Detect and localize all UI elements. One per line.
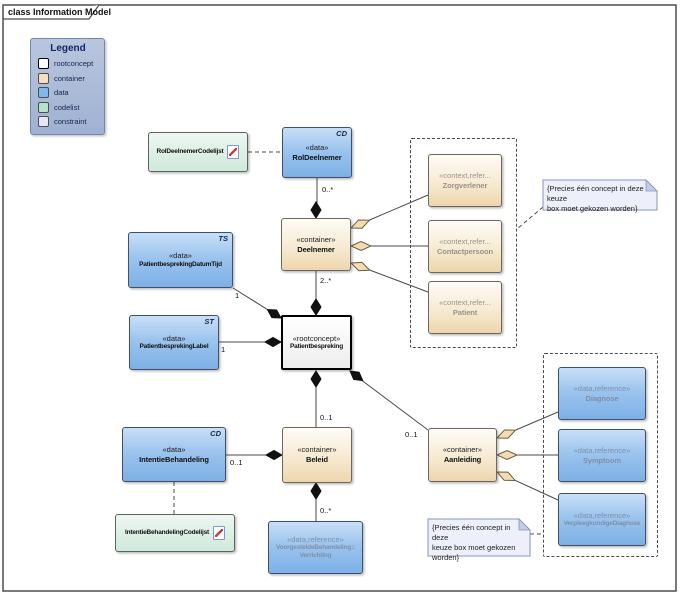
stereotype: «data,reference» xyxy=(573,383,631,393)
datatype-tag: ST xyxy=(204,317,214,326)
diagram-tab-title: class Information Model xyxy=(8,7,112,17)
container-swatch xyxy=(38,72,49,84)
node-label: Symptoom xyxy=(583,455,621,465)
node-label: IntentieBehandeling xyxy=(139,454,209,464)
multiplicity-intentiebehandeling: 0..1 xyxy=(230,458,243,467)
stereotype: «data» xyxy=(162,333,186,343)
node-symptoom[interactable]: «data,reference» Symptoom xyxy=(558,429,646,482)
stereotype: «container» xyxy=(297,445,337,455)
legend-item-constraint: constraint xyxy=(38,116,104,127)
stereotype: «context,refer... xyxy=(439,170,491,180)
node-label: Patient xyxy=(452,307,478,317)
node-diagnose[interactable]: «data,reference» Diagnose xyxy=(558,367,646,420)
node-roldeelnemer[interactable]: CD «data» RolDeelnemer xyxy=(282,127,352,178)
node-roldeelnemercodelijst[interactable]: RolDeelnemerCodelijst xyxy=(148,132,248,172)
legend-item-label: constraint xyxy=(54,117,87,126)
aggregation-diamonds xyxy=(349,219,519,481)
diagram-tab xyxy=(3,4,100,20)
stereotype: «context,refer... xyxy=(439,297,491,307)
stereotype: «data,reference» xyxy=(573,510,631,520)
legend-item-data: data xyxy=(38,87,104,98)
node-patientbespreking[interactable]: «rootconcept» Patientbespreking xyxy=(281,315,352,370)
node-label: Patientbespreking xyxy=(290,343,343,351)
dashed-connectors xyxy=(173,151,544,535)
node-label: RolDeelnemerCodelijst xyxy=(156,147,224,155)
legend-item-rootconcept: rootconcept xyxy=(38,58,104,69)
stereotype: «data» xyxy=(305,142,329,152)
codelist-swatch xyxy=(38,101,49,113)
node-label: IntentieBehandelingCodelijst xyxy=(125,528,209,536)
node-label: PatientbesprekingDatumTijd xyxy=(139,260,222,268)
datatype-tag: CD xyxy=(336,129,347,138)
note-shapes xyxy=(427,179,658,557)
multiplicity-label: 1 xyxy=(221,345,226,354)
node-label: Diagnose xyxy=(585,393,619,403)
node-label: PatientbesprekingLabel xyxy=(139,343,209,351)
multiplicity-aanleiding: 0..1 xyxy=(405,430,418,439)
multiplicity-datumtijd: 1 xyxy=(235,291,240,300)
node-zorgverlener[interactable]: «context,refer... Zorgverlener xyxy=(428,154,502,207)
codelist-document-icon xyxy=(227,145,240,159)
data-swatch xyxy=(38,87,49,98)
node-intentiebehandeling[interactable]: CD «data» IntentieBehandeling xyxy=(122,427,226,482)
node-intentiebehandelingcodelijst[interactable]: IntentieBehandelingCodelijst xyxy=(115,514,235,552)
node-verpleegkundigediagnose[interactable]: «data,reference» VerpleegkundigeDiagnose xyxy=(558,493,646,546)
node-label: VerpleegkundigeDiagnose xyxy=(563,520,641,528)
multiplicity-beleid: 0..1 xyxy=(320,413,333,422)
node-voorgesteldebehandeling-verrichting[interactable]: «data,reference» VoorgesteldeBehandeling… xyxy=(268,521,363,574)
stereotype: «data,reference» xyxy=(573,445,631,455)
node-patientbesprekinglabel[interactable]: ST «data» PatientbesprekingLabel xyxy=(129,315,219,370)
stereotype: «container» xyxy=(442,445,483,455)
stereotype: «rootconcept» xyxy=(292,333,341,343)
stereotype: «data» xyxy=(169,251,192,261)
legend-item-label: codelist xyxy=(54,102,80,112)
note-keuze-top[interactable]: {Precies één concept in deze keuze box m… xyxy=(547,184,644,214)
node-label: VoorgesteldeBehandeling:: Verrichting xyxy=(275,544,356,560)
node-label: Zorgverlener xyxy=(442,180,488,190)
node-label: Contactpersoon xyxy=(436,246,494,256)
choice-box-aanleiding-reference[interactable] xyxy=(543,353,658,557)
legend-item-container: container xyxy=(38,72,104,84)
legend-item-codelist: codelist xyxy=(38,101,104,113)
composition-diamonds xyxy=(263,201,364,500)
node-patientbesprekingdatumtijd[interactable]: TS «data» PatientbesprekingDatumTijd xyxy=(128,232,233,288)
stereotype: «container» xyxy=(296,234,336,244)
node-label: Aanleiding xyxy=(443,455,482,465)
rootconcept-swatch xyxy=(38,58,49,69)
datatype-tag: CD xyxy=(210,429,221,438)
note-keuze-bottom[interactable]: {Precies één concept in deze keuze box m… xyxy=(432,523,516,563)
node-aanleiding[interactable]: «container» Aanleiding xyxy=(428,428,497,482)
constraint-swatch xyxy=(38,116,49,127)
multiplicity-verrichting: 0..* xyxy=(320,506,332,515)
multiplicity-deelnemers: 2..* xyxy=(320,276,332,285)
node-label: Beleid xyxy=(306,455,328,465)
stereotype: «data» xyxy=(162,444,186,454)
node-beleid[interactable]: «container» Beleid xyxy=(282,427,352,483)
node-label: RolDeelnemer xyxy=(292,152,342,162)
legend: Legend rootconcept container data codeli… xyxy=(30,38,105,135)
stereotype: «context,refer... xyxy=(439,236,491,246)
codelist-document-icon xyxy=(212,526,225,540)
legend-item-label: rootconcept xyxy=(54,59,94,68)
node-deelnemer[interactable]: «container» Deelnemer xyxy=(281,218,351,271)
node-contactpersoon[interactable]: «context,refer... Contactpersoon xyxy=(428,220,502,273)
legend-item-label: container xyxy=(54,73,85,83)
datatype-tag: TS xyxy=(218,234,228,243)
stereotype: «data,reference» xyxy=(287,534,344,544)
multiplicity-roldeelnemer: 0..* xyxy=(322,185,334,194)
node-label: Deelnemer xyxy=(297,244,335,254)
legend-title: Legend xyxy=(50,43,86,54)
node-patient[interactable]: «context,refer... Patient xyxy=(428,281,502,334)
choice-box-deelnemer-context[interactable] xyxy=(410,138,517,348)
legend-item-label: data xyxy=(54,88,69,97)
